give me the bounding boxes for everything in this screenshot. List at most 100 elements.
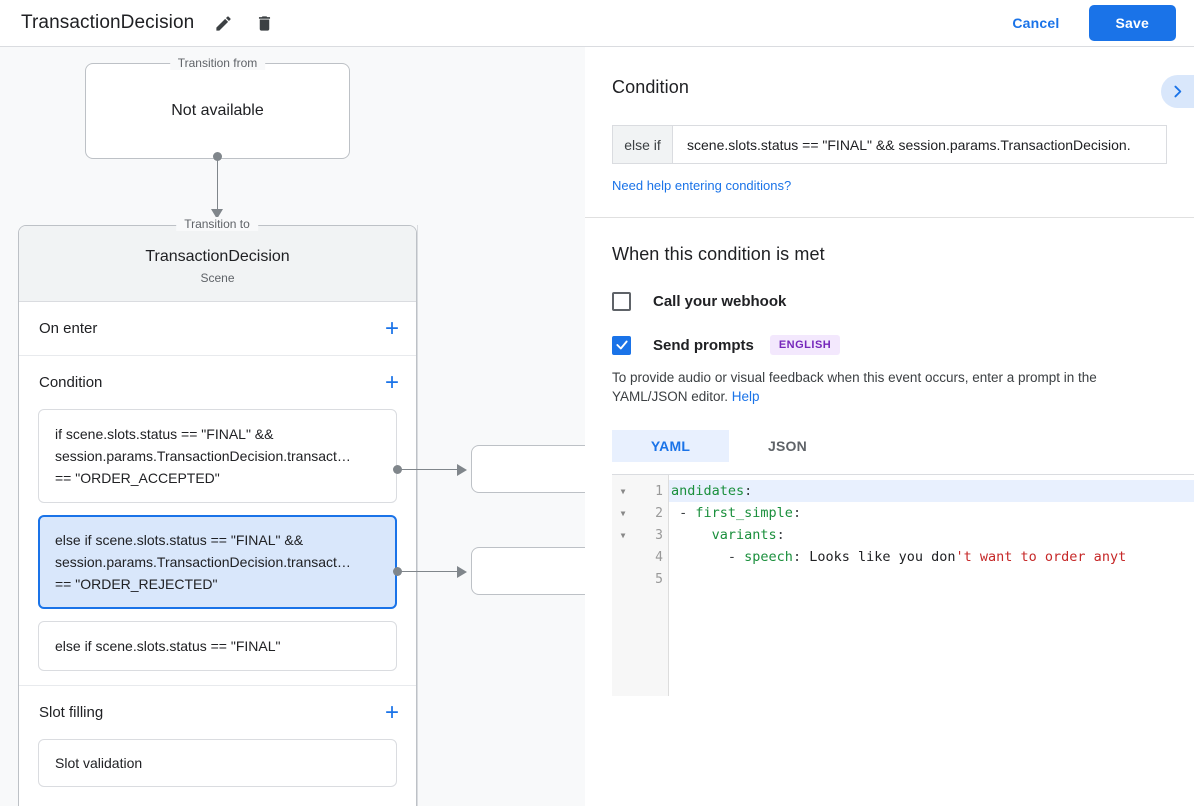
detail-panel: Condition else if scene.slots.status == …	[585, 47, 1194, 806]
editor-gutter-row: ▼5	[612, 568, 668, 590]
target-node-rejected[interactable]	[471, 547, 585, 595]
when-condition-met-section: When this condition is met Call your web…	[585, 218, 1194, 696]
code-token: :	[792, 505, 802, 521]
condition-item-rejected[interactable]: else if scene.slots.status == "FINAL" &&…	[38, 515, 397, 609]
call-webhook-label: Call your webhook	[653, 293, 787, 310]
code-token: :	[776, 527, 785, 543]
condition-line: == "ORDER_REJECTED"	[55, 576, 218, 592]
transition-from-node[interactable]: Transition from Not available	[85, 56, 350, 159]
code-token: :	[744, 483, 753, 499]
condition-prefix-label: else if	[613, 126, 673, 163]
editor-gutter-row: ▼4	[612, 546, 668, 568]
scene-subtitle: Scene	[200, 271, 235, 285]
condition-line: session.params.TransactionDecision.trans…	[55, 448, 351, 464]
top-header: TransactionDecision Cancel Save	[0, 0, 1194, 47]
add-on-enter-button[interactable]: +	[384, 314, 399, 342]
prompts-helper-text: To provide audio or visual feedback when…	[612, 368, 1172, 406]
transition-to-legend: Transition to	[176, 217, 258, 231]
code-token: :	[792, 549, 810, 565]
edge-arrow-accepted-icon	[457, 464, 467, 476]
scene-title: TransactionDecision	[145, 248, 290, 265]
language-badge: ENGLISH	[769, 335, 841, 355]
slot-validation-item[interactable]: Slot validation	[38, 739, 397, 787]
section-title-on-enter: On enter	[39, 320, 98, 337]
code-token: Looks like you don	[809, 549, 956, 565]
target-node-accepted[interactable]	[471, 445, 585, 493]
condition-line: == "ORDER_ACCEPTED"	[55, 470, 220, 486]
section-on-enter: On enter +	[19, 302, 416, 356]
condition-item-final[interactable]: else if scene.slots.status == "FINAL"	[38, 621, 397, 671]
yaml-editor[interactable]: ▼1▼2▼3▼4▼5 andidates: - first_simple: va…	[612, 474, 1194, 696]
code-token	[671, 527, 712, 543]
code-token: variants	[711, 527, 777, 543]
cancel-button[interactable]: Cancel	[997, 6, 1074, 40]
edge-arrow-down-icon	[211, 209, 223, 219]
fold-arrow-icon[interactable]: ▼	[620, 508, 626, 518]
editor-code-area[interactable]: andidates: - first_simple: variants: - s…	[669, 475, 1194, 696]
section-slot-filling: Slot filling + Slot validation	[19, 686, 416, 806]
section-title-slot-filling: Slot filling	[39, 704, 104, 721]
condition-line: session.params.TransactionDecision.trans…	[55, 554, 351, 570]
fold-arrow-icon[interactable]: ▼	[620, 486, 626, 496]
code-token: first_simple	[695, 505, 793, 521]
section-title-condition: Condition	[39, 374, 103, 391]
call-webhook-checkbox[interactable]	[612, 292, 631, 311]
when-condition-heading: When this condition is met	[612, 244, 825, 264]
editor-code-line[interactable]: - first_simple:	[669, 502, 1194, 524]
editor-line-number: 3	[655, 527, 663, 543]
edge-source-dot	[213, 152, 222, 161]
transition-from-value: Not available	[171, 102, 264, 119]
send-prompts-checkbox[interactable]	[612, 335, 631, 355]
fold-arrow-icon[interactable]: ▼	[620, 530, 626, 540]
editor-code-line[interactable]: andidates:	[669, 480, 1194, 502]
editor-line-number: 5	[655, 571, 663, 587]
condition-section: Condition else if scene.slots.status == …	[585, 47, 1194, 218]
code-token: speech	[744, 549, 793, 565]
code-token: -	[671, 549, 745, 565]
editor-gutter: ▼1▼2▼3▼4▼5	[612, 475, 669, 696]
editor-gutter-row: ▼2	[612, 502, 668, 524]
add-slot-filling-button[interactable]: +	[384, 698, 399, 726]
canvas-guide-line	[417, 225, 418, 806]
pencil-icon[interactable]	[211, 11, 235, 35]
editor-line-number: 2	[655, 505, 663, 521]
send-prompts-label: Send prompts	[653, 336, 754, 354]
edge-dot-accepted	[393, 465, 402, 474]
condition-line: if scene.slots.status == "FINAL" &&	[55, 426, 274, 442]
edge-vertical-line	[217, 157, 218, 215]
graph-canvas[interactable]: Transition from Not available Transition…	[0, 47, 585, 806]
condition-input-row[interactable]: else if scene.slots.status == "FINAL" &&…	[612, 125, 1167, 164]
code-token: andidates	[671, 483, 745, 499]
condition-item-accepted[interactable]: if scene.slots.status == "FINAL" && sess…	[38, 409, 397, 503]
condition-line: else if scene.slots.status == "FINAL"	[55, 638, 281, 654]
condition-expression-input[interactable]: scene.slots.status == "FINAL" && session…	[687, 136, 1131, 153]
header-actions: Cancel Save	[997, 5, 1176, 41]
scene-card-header[interactable]: TransactionDecision Scene	[19, 226, 416, 302]
editor-line-number: 1	[655, 483, 663, 499]
code-token: -	[671, 505, 696, 521]
add-condition-button[interactable]: +	[384, 368, 399, 396]
chevron-right-icon[interactable]	[1161, 75, 1194, 108]
edge-line-accepted	[398, 469, 460, 470]
editor-gutter-row: ▼3	[612, 524, 668, 546]
send-prompts-row[interactable]: Send prompts ENGLISH	[612, 335, 1194, 355]
scene-card: TransactionDecision Scene On enter + Con…	[18, 225, 417, 806]
webhook-row[interactable]: Call your webhook	[612, 292, 1194, 311]
edge-arrow-rejected-icon	[457, 566, 467, 578]
tab-json[interactable]: JSON	[768, 438, 807, 454]
condition-heading: Condition	[612, 77, 689, 97]
trash-icon[interactable]	[252, 11, 276, 35]
condition-help-link[interactable]: Need help entering conditions?	[612, 178, 792, 193]
code-token: 't want to order anyt	[955, 549, 1127, 565]
tab-yaml[interactable]: YAML	[612, 430, 729, 462]
panel-divider	[585, 217, 1194, 218]
prompts-help-link[interactable]: Help	[731, 389, 760, 404]
transition-from-legend: Transition from	[169, 56, 266, 70]
editor-code-line[interactable]: variants:	[669, 524, 1194, 546]
editor-code-line[interactable]	[669, 568, 1194, 590]
editor-line-number: 4	[655, 549, 663, 565]
editor-code-line[interactable]: - speech: Looks like you don't want to o…	[669, 546, 1194, 568]
editor-gutter-row: ▼1	[612, 480, 668, 502]
save-button[interactable]: Save	[1088, 5, 1176, 41]
